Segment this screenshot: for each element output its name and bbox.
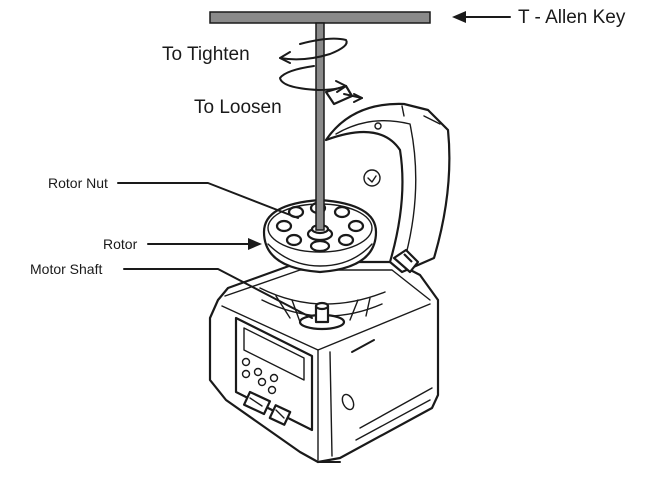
label-allen-key: T - Allen Key — [518, 7, 626, 28]
allen-key-handle — [209, 11, 431, 24]
label-motor-shaft: Motor Shaft — [30, 261, 102, 277]
label-arrows — [117, 11, 511, 319]
tighten-arrow — [279, 37, 348, 64]
label-rotor: Rotor — [103, 236, 138, 252]
allen-key-shaft — [315, 22, 325, 231]
control-panel — [234, 316, 314, 432]
label-loosen: To Loosen — [194, 97, 282, 118]
label-tighten: To Tighten — [162, 44, 250, 65]
label-rotor-nut: Rotor Nut — [48, 175, 108, 191]
centrifuge-lid — [324, 84, 451, 274]
loosen-arrow — [279, 65, 347, 93]
centrifuge-base — [208, 260, 440, 464]
allen-key — [209, 11, 431, 231]
